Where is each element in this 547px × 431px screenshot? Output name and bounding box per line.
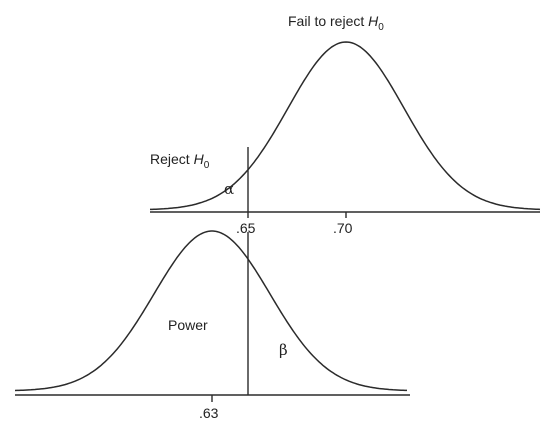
power-label: Power <box>168 317 208 333</box>
beta-label: β <box>279 341 288 359</box>
top-tick-label-mean: .70 <box>333 220 353 236</box>
reject-region-label: Reject H0 <box>150 151 210 171</box>
bottom-tick-label-mean: .63 <box>199 405 219 421</box>
bottom-normal-curve <box>14 230 407 392</box>
alpha-label: α <box>224 180 234 198</box>
top-tick-label-cut: .65 <box>236 220 256 236</box>
top-curve-title: Fail to reject H0 <box>288 13 384 33</box>
top-normal-curve <box>150 41 541 211</box>
